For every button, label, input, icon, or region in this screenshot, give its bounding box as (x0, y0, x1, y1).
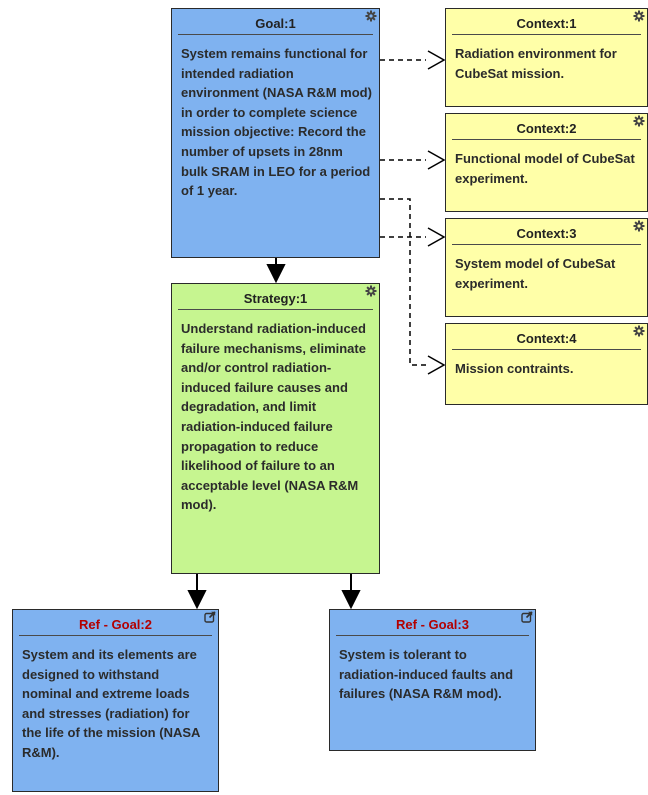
strategy-1-node[interactable]: Strategy:1 Understand radiation-induced … (171, 283, 380, 574)
gear-icon[interactable] (633, 220, 645, 232)
gear-icon[interactable] (633, 10, 645, 22)
goal-1-text: System remains functional for intended r… (181, 46, 372, 199)
gear-icon[interactable] (633, 115, 645, 127)
external-link-icon[interactable] (204, 611, 216, 623)
goal-1-node[interactable]: Goal:1 System remains functional for int… (171, 8, 380, 258)
gear-icon[interactable] (365, 10, 377, 22)
context-3-title: Context:3 (452, 219, 641, 245)
support-link-strategy1-refgoal3-head (341, 590, 361, 610)
context-1-node[interactable]: Context:1 Radiation environment for Cube… (445, 8, 648, 107)
ref-goal-2-node[interactable]: Ref - Goal:2 System and its elements are… (12, 609, 219, 792)
context-3-node[interactable]: Context:3 System model of CubeSat experi… (445, 218, 648, 317)
context-link-3-head (427, 227, 446, 247)
context-2-title: Context:2 (452, 114, 641, 140)
context-link-2-head (427, 150, 446, 170)
context-link-4-head (427, 355, 446, 375)
gear-icon[interactable] (365, 285, 377, 297)
context-4-text: Mission contraints. (455, 361, 574, 376)
ref-goal-2-title: Ref - Goal:2 (19, 610, 212, 636)
ref-goal-3-text: System is tolerant to radiation-induced … (339, 647, 514, 702)
ref-goal-2-text: System and its elements are designed to … (22, 647, 200, 760)
strategy-1-title: Strategy:1 (178, 284, 373, 310)
support-link-goal1-strategy1-head (266, 264, 286, 284)
context-1-text: Radiation environment for CubeSat missio… (455, 46, 617, 81)
context-2-node[interactable]: Context:2 Functional model of CubeSat ex… (445, 113, 648, 212)
goal-1-title: Goal:1 (178, 9, 373, 35)
support-link-strategy1-refgoal2-head (187, 590, 207, 610)
context-3-text: System model of CubeSat experiment. (455, 256, 616, 291)
gear-icon[interactable] (633, 325, 645, 337)
context-1-title: Context:1 (452, 9, 641, 35)
strategy-1-text: Understand radiation-induced failure mec… (181, 321, 366, 513)
context-link-1-head (427, 50, 446, 70)
context-4-title: Context:4 (452, 324, 641, 350)
external-link-icon[interactable] (521, 611, 533, 623)
context-4-node[interactable]: Context:4 Mission contraints. (445, 323, 648, 405)
context-2-text: Functional model of CubeSat experiment. (455, 151, 635, 186)
ref-goal-3-node[interactable]: Ref - Goal:3 System is tolerant to radia… (329, 609, 536, 751)
ref-goal-3-title: Ref - Goal:3 (336, 610, 529, 636)
context-link-4 (380, 198, 426, 366)
